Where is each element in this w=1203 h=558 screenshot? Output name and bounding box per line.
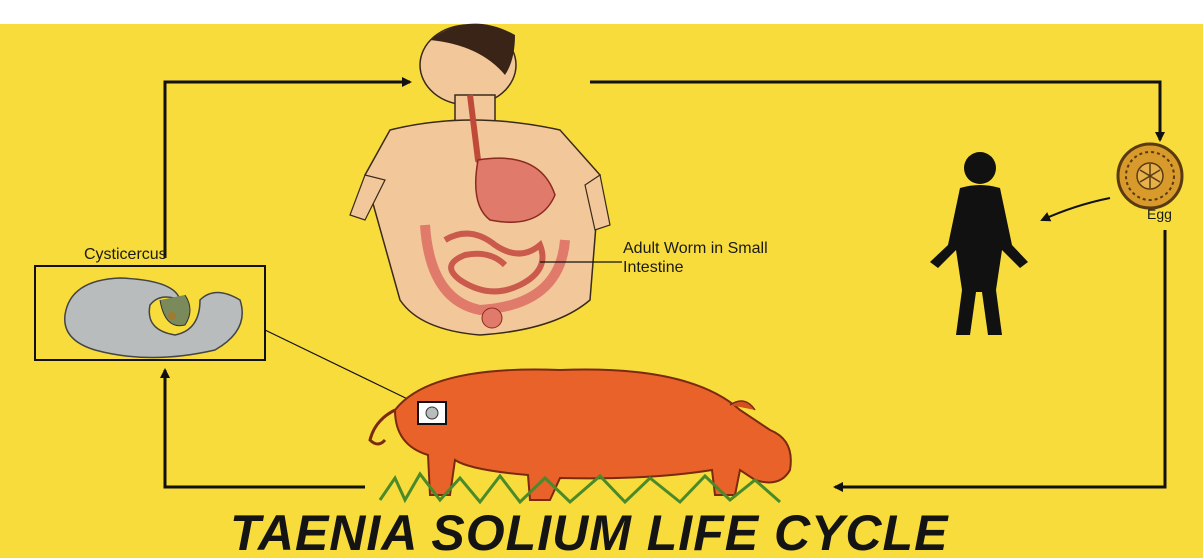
human-figure [350,24,622,335]
arrow-egg-to-pig [835,230,1165,487]
arrow-human-to-egg [590,82,1160,140]
arrow-egg-to-silhouette [1042,198,1110,220]
egg-label: Egg [1147,206,1172,222]
arrow-pig-to-cysticercus [165,370,365,487]
egg-illustration [1118,144,1182,208]
cysticercus-label: Cysticercus [84,246,167,264]
cysticercus-pointer [265,330,420,405]
human-silhouette [930,152,1028,335]
cysticercus-panel [35,266,420,405]
adult-worm-label: Adult Worm in Small Intestine [623,239,773,277]
diagram-title: TAENIA SOLIUM LIFE CYCLE [230,508,1030,558]
pig-illustration [370,370,791,503]
